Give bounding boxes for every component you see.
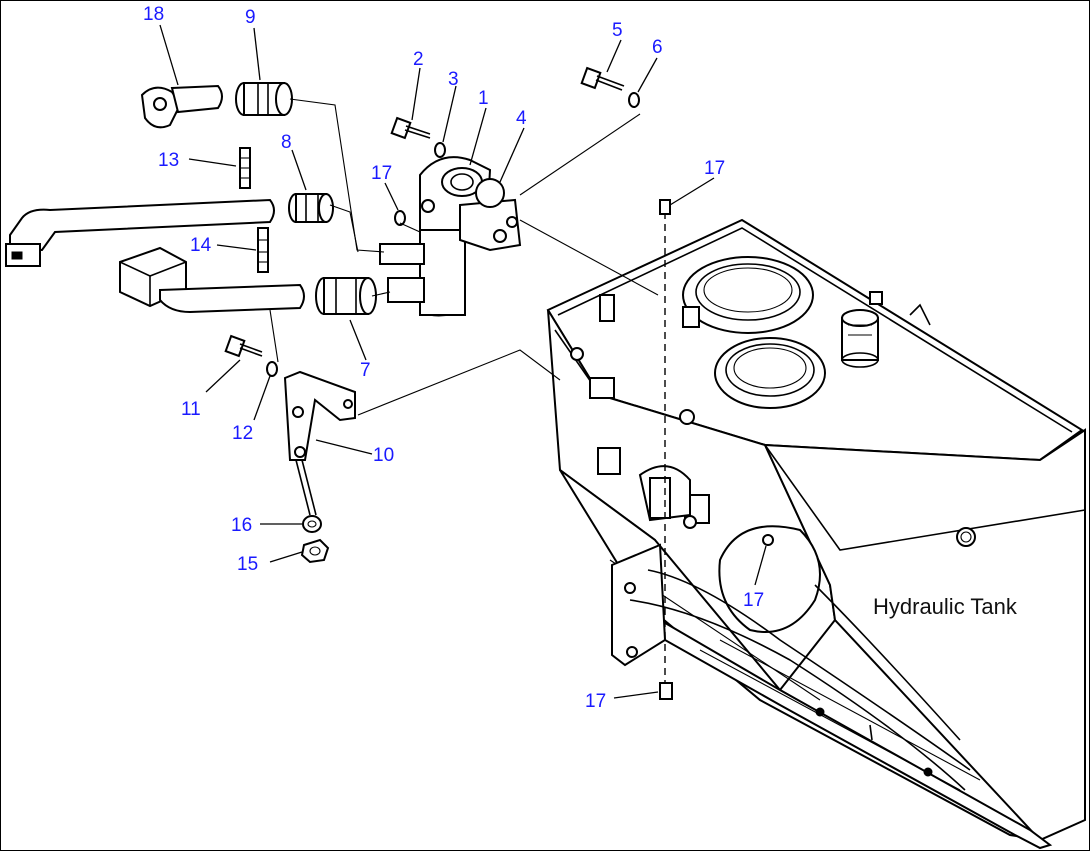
callout-17-tank-bottom: 17 [585,691,606,712]
hose-joint-7 [315,277,377,315]
hydraulic-tank-caption: Hydraulic Tank [873,594,1018,619]
callout-15: 15 [237,554,258,575]
bolt-2 [390,116,431,140]
callout-9: 9 [245,7,256,28]
callout-11: 11 [181,399,201,420]
callout-labels: 18 9 5 6 2 3 1 4 13 8 17 17 14 7 11 12 1… [143,4,764,712]
callout-4: 4 [516,108,527,129]
plug-17 [394,210,406,226]
clamp-13 [239,147,251,189]
callout-17-valve: 17 [371,163,392,184]
bolt-11 [224,334,263,358]
upper-tube [5,198,275,267]
flange-tube-18 [140,84,223,129]
callout-8: 8 [281,132,292,153]
valve-body [379,156,522,317]
nut-16 [302,515,322,533]
callout-5: 5 [612,20,623,41]
lower-tube [119,246,305,314]
washer-12 [266,361,278,377]
clamp-14 [257,227,269,273]
hose-joint-8 [288,193,334,223]
leader-lines [159,24,767,699]
callout-17-tank-top: 17 [704,158,725,179]
callout-6: 6 [652,37,663,58]
nut-15 [300,538,330,564]
callout-1: 1 [478,88,489,109]
hydraulic-tank [546,218,1086,850]
tank-bolt-line [659,199,774,700]
callout-13: 13 [158,150,179,171]
hose-joint-9 [235,82,293,116]
bolt-5 [580,66,625,91]
assembly-lines [269,98,659,416]
callout-2: 2 [413,49,424,70]
bracket-10 [283,370,356,516]
washer-3 [434,142,446,158]
callout-16: 16 [231,515,252,536]
callout-7: 7 [360,360,371,381]
callout-17-tank-side: 17 [743,590,764,611]
callout-14: 14 [190,235,212,256]
callout-12: 12 [232,423,253,444]
washer-6 [628,92,640,108]
callout-10: 10 [373,445,394,466]
callout-18: 18 [143,4,164,25]
callout-3: 3 [448,69,459,90]
